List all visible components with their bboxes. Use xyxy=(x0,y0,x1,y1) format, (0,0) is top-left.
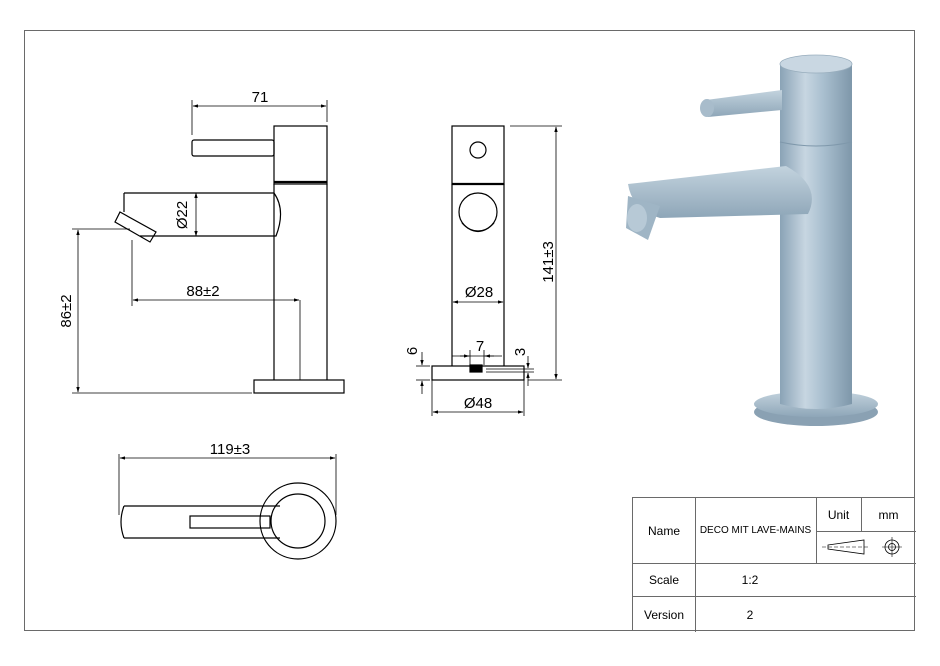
version-value: 2 xyxy=(746,607,754,622)
unit-label: Unit xyxy=(827,507,850,522)
dim-spout-height: 86±2 xyxy=(58,294,75,327)
dim-slot-depth: 3 xyxy=(512,348,529,356)
scale-value: 1:2 xyxy=(741,573,759,587)
top-view-dims xyxy=(118,454,337,515)
drawing-frame xyxy=(24,30,915,631)
name-label: Name xyxy=(647,523,680,538)
unit-value: mm xyxy=(878,507,899,522)
side-view-dims xyxy=(72,100,328,394)
dim-total-height: 141±3 xyxy=(540,241,557,283)
dim-body-diameter: Ø28 xyxy=(465,284,493,301)
dim-base-diameter: Ø48 xyxy=(464,395,492,412)
projection-symbol-icon xyxy=(822,537,902,557)
dim-spout-diameter: Ø22 xyxy=(174,201,191,229)
dim-hole-width: 7 xyxy=(476,338,484,355)
dim-spout-reach: 88±2 xyxy=(186,283,219,300)
dim-total-length: 119±3 xyxy=(210,441,251,458)
front-view-dims xyxy=(416,125,562,416)
front-view xyxy=(431,125,525,381)
faucet-3d-render xyxy=(626,54,878,426)
dim-top-width: 71 xyxy=(252,89,269,106)
name-value: DECO MIT LAVE-MAINS xyxy=(699,525,812,536)
title-block: Name DECO MIT LAVE-MAINS Unit mm Scale 1… xyxy=(632,497,916,632)
dim-base-thickness: 6 xyxy=(404,347,421,355)
version-label: Version xyxy=(643,607,685,622)
scale-label: Scale xyxy=(648,573,680,587)
side-view xyxy=(114,125,345,394)
top-view xyxy=(120,482,337,560)
